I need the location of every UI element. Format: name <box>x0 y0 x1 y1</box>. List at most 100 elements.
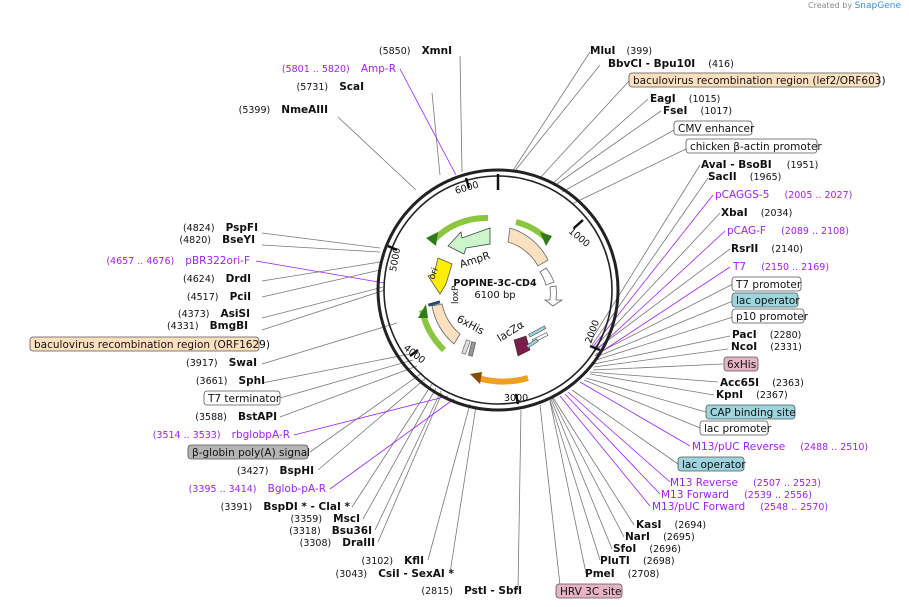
lacz-alpha-outer-arc <box>477 375 529 385</box>
draiii-name: DraIII <box>342 537 375 549</box>
cap-binding-site-box <box>705 404 796 420</box>
svg-text:PacI (2280): PacI (2280) <box>732 323 801 342</box>
baculo-orf1629-outer-arrowhead <box>418 304 428 318</box>
svg-text:(4373) AsiSI: (4373) AsiSI <box>178 302 250 321</box>
svg-text:Acc65I (2363): Acc65I (2363) <box>720 371 804 390</box>
backbone-outer-ring <box>376 168 620 412</box>
svg-text:pCAGGS-5 (2005 .. 2027): pCAGGS-5 (2005 .. 2027) <box>715 183 852 202</box>
pcag-f-name: pCAG-F <box>727 225 766 237</box>
sphi-pos: (3661) <box>196 376 228 387</box>
hrv-3c-site-box <box>555 583 623 599</box>
bmgbi-pos: (4331) <box>167 321 199 332</box>
t7-terminator-bar <box>461 339 471 355</box>
ncoi-pos: (2331) <box>770 342 802 353</box>
svg-text:PmeI (2708): PmeI (2708) <box>585 562 659 581</box>
orf1629-box <box>29 336 260 352</box>
m13-puc-forward-pos: (2548 .. 2570) <box>760 502 828 513</box>
xmni-name: XmnI <box>422 45 452 57</box>
eagi-name: EagI <box>650 93 676 105</box>
svg-text:XbaI (2034): XbaI (2034) <box>721 201 792 220</box>
fsei-name: FseI <box>663 105 687 117</box>
svg-text:M13 Forward (2539 .. 255: M13 Forward (2539 .. 2556) <box>661 483 812 502</box>
csii-sexai-pos: (3043) <box>336 569 368 580</box>
msci-name: MscI <box>333 513 360 525</box>
kpni-name: KpnI <box>716 389 743 401</box>
amp-r-primer-pos: (5801 .. 5820) <box>282 64 350 75</box>
svg-text:(3043) CsiI - SexAI *: (3043) CsiI - SexAI * <box>336 562 455 581</box>
xbai-pos: (2034) <box>761 208 793 219</box>
pcaggs-5-name: pCAGGS-5 <box>715 189 769 201</box>
bspdi-clai-pos: (3391) <box>221 502 253 513</box>
svg-text:(4624) DrdI: (4624) DrdI <box>183 267 251 286</box>
bmgbi-name: BmgBI <box>210 320 248 332</box>
scai-pos: (5731) <box>297 82 329 93</box>
lacz-alpha-outer-arrowhead <box>470 372 482 384</box>
leader-lines-right <box>511 51 734 586</box>
m13-forward-name: M13 Forward <box>661 489 729 501</box>
t7-promoter-label: T7 promoter <box>735 279 802 291</box>
6xhis-label: 6xHis <box>727 359 756 371</box>
rsrii-name: RsrII <box>731 243 758 255</box>
bstapi-pos: (3588) <box>195 412 227 423</box>
pluti-name: PluTI <box>600 555 630 567</box>
asisi-name: AsiSI <box>221 308 250 320</box>
csii-sexai-name: CsiI - SexAI * <box>378 568 454 580</box>
tick-label-3000: 3000 <box>504 393 528 404</box>
svg-text:MluI (399): MluI (399) <box>590 39 652 58</box>
bseyi-name: BseYI <box>222 234 255 246</box>
lef2-label: baculovirus recombination region (lef2/O… <box>633 75 886 87</box>
baculovirus-region-lef2-arc <box>507 227 549 267</box>
paci-pos: (2280) <box>770 330 802 341</box>
svg-text:(5850) XmnI: (5850) XmnI <box>379 39 452 58</box>
svg-text:BbvCI - Bpu10I (416): BbvCI - Bpu10I (416) <box>608 52 734 71</box>
chicken-actin-promoter-box <box>685 138 818 154</box>
tick-label-1000: 1000 <box>566 226 592 250</box>
svg-text:M13/pUC Reverse (2488 ..: M13/pUC Reverse (2488 .. 2510) <box>692 435 868 454</box>
amp-r-outer-arrowhead <box>426 232 438 246</box>
drdi-pos: (4624) <box>183 274 215 285</box>
beta-globin-polya-label: β-globin poly(A) signal <box>192 447 310 459</box>
paci-name: PacI <box>732 329 757 341</box>
psti-sbfi-name: PstI - SbfI <box>464 585 522 597</box>
svg-text:(3359) MscI: (3359) MscI <box>290 507 360 526</box>
bstapi-name: BstAPI <box>238 411 277 423</box>
eagi-pos: (1015) <box>689 94 721 105</box>
pcii-pos: (4517) <box>187 292 219 303</box>
pcii-name: PciI <box>230 291 251 303</box>
swai-pos: (3917) <box>186 358 218 369</box>
baculovirus-region-orf1629-arc <box>431 303 461 345</box>
bseyi-pos: (4820) <box>179 235 211 246</box>
svg-text:(3917) SwaI: (3917) SwaI <box>186 351 257 370</box>
m13-reverse-name: M13 Reverse <box>670 477 738 489</box>
bspdi-clai-name: BspDI * - ClaI * <box>263 501 350 513</box>
amp-r-gene-arrow <box>447 227 491 255</box>
svg-text:RsrII (2140): RsrII (2140) <box>731 237 803 256</box>
kasi-pos: (2694) <box>674 520 706 531</box>
lac-operator-label-2: lac operator <box>682 459 746 471</box>
bsu36i-name: Bsu36I <box>332 525 372 537</box>
snapgene-credit: Created by SnapGene <box>808 1 901 11</box>
nari-name: NarI <box>625 531 650 543</box>
svg-text:(3318) Bsu36I: (3318) Bsu36I <box>289 519 372 538</box>
svg-text:FseI (1017): FseI (1017) <box>663 99 732 118</box>
chicken-actin-promoter-label: chicken β-actin promoter <box>690 141 822 153</box>
plasmid-name: POPINE-3C-CD4 <box>453 278 537 289</box>
svg-text:(4331) BmgBI: (4331) BmgBI <box>167 314 248 333</box>
nari-pos: (2695) <box>663 532 695 543</box>
sphi-name: SphI <box>239 375 265 387</box>
right-labels: MluI (399) BbvCI - Bpu10I (416) baculovi… <box>555 39 886 599</box>
pspfi-name: PspFI <box>226 222 258 234</box>
ncoi-name: NcoI <box>731 341 757 353</box>
chicken-beta-actin-promoter-arrow <box>543 285 564 307</box>
svg-text:(3661) SphI: (3661) SphI <box>196 369 265 388</box>
cmv-enhancer-arc <box>539 267 555 286</box>
tick-label-6000: 6000 <box>454 180 480 197</box>
leader-lines-left <box>261 55 522 591</box>
m13-puc-reverse-pos: (2488 .. 2510) <box>800 442 868 453</box>
cap-binding-site-label: CAP binding site <box>710 407 796 419</box>
sacii-name: SacII <box>708 171 737 183</box>
pbr322ori-f-name: pBR322ori-F <box>185 255 250 267</box>
t7-terminator-box <box>203 390 281 406</box>
bbvci-bpu10i-pos: (416) <box>708 59 734 70</box>
pmei-name: PmeI <box>585 568 615 580</box>
